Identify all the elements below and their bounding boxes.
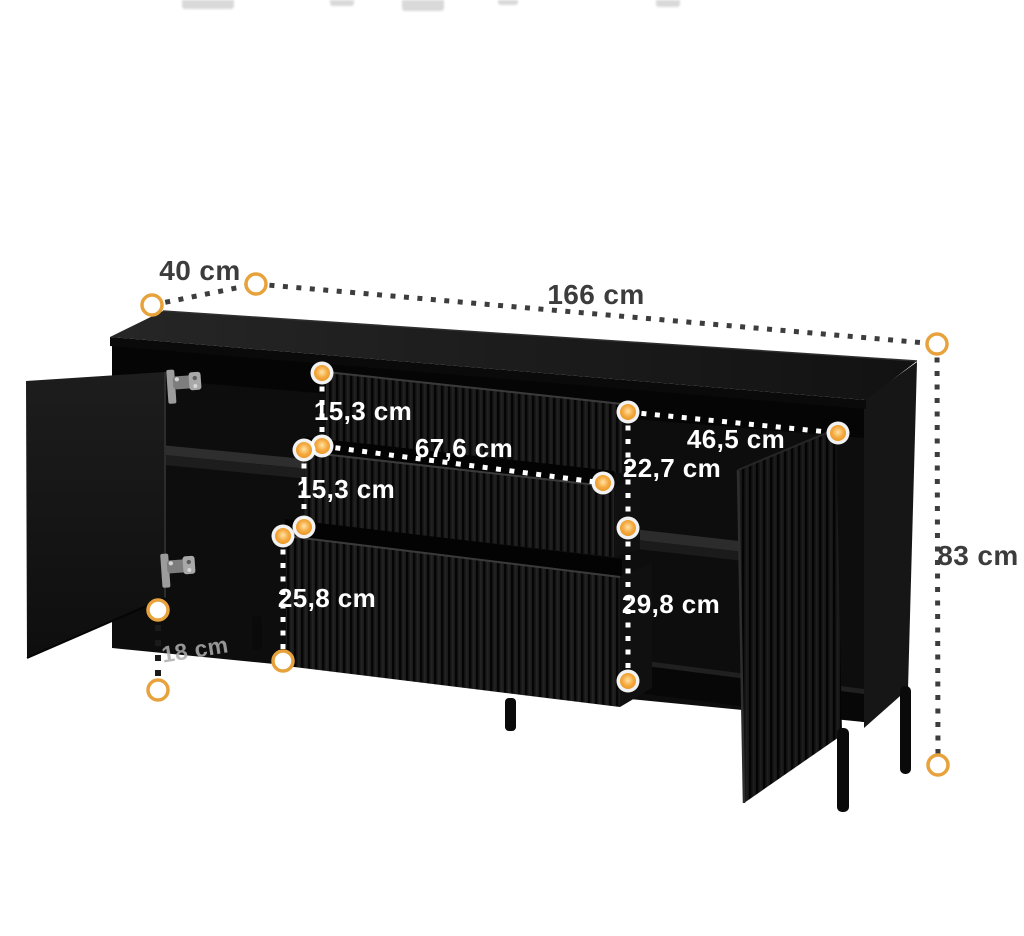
marker: [926, 753, 950, 777]
leg-front-middle: [505, 698, 516, 731]
right-side-panel: [864, 362, 917, 728]
dimension-line-width: [255, 281, 938, 347]
dim-label-height: 83 cm: [937, 540, 1019, 571]
marker: [140, 293, 164, 317]
cropped-text-remnant: [656, 0, 680, 7]
marker: [925, 332, 949, 356]
amber-markers: [271, 361, 850, 693]
dim-label-bottom-drawer-height: 25,8 cm: [277, 583, 377, 613]
dimension-line-height: [934, 343, 941, 766]
dim-label-depth: 40 cm: [159, 255, 241, 286]
dim-label-right-compartment-width: 46,5 cm: [686, 424, 786, 454]
cropped-text-remnant: [498, 0, 518, 5]
dim-label-right-upper-height: 22,7 cm: [622, 453, 722, 483]
legs: [252, 616, 911, 812]
leg-front-right: [837, 728, 849, 812]
right-door: [736, 428, 842, 804]
leg-front-left: [252, 616, 262, 650]
marker: [146, 598, 170, 622]
dim-label-middle-drawer-height: 15,3 cm: [296, 474, 396, 504]
hinge-icon-bottom: [160, 553, 196, 588]
dim-label-top-drawer-height: 15,3 cm: [313, 396, 413, 426]
top-panel: [110, 310, 918, 409]
cropped-text-remnant: [182, 0, 234, 9]
dimension-lines: [151, 281, 941, 766]
sideboard: [26, 310, 918, 812]
dimension-markers: [140, 272, 950, 777]
cropped-text-remnant: [330, 0, 354, 6]
marker: [146, 678, 170, 702]
right-shelf: [620, 528, 748, 561]
dim-label-right-lower-height: 29,8 cm: [621, 589, 721, 619]
hinge-icon-top: [166, 369, 202, 404]
dim-label-width: 166 cm: [547, 279, 645, 310]
marker: [244, 272, 268, 296]
left-shelf: [144, 444, 336, 481]
top-drawer: [325, 371, 623, 473]
leg-back-right: [900, 686, 911, 774]
dimension-line-depth: [151, 281, 257, 308]
marker: [271, 649, 295, 673]
dimension-line-right-compartment-width: [627, 409, 839, 436]
cropped-text-remnant: [402, 0, 444, 11]
dim-label-drawer-width: 67,6 cm: [414, 433, 514, 463]
